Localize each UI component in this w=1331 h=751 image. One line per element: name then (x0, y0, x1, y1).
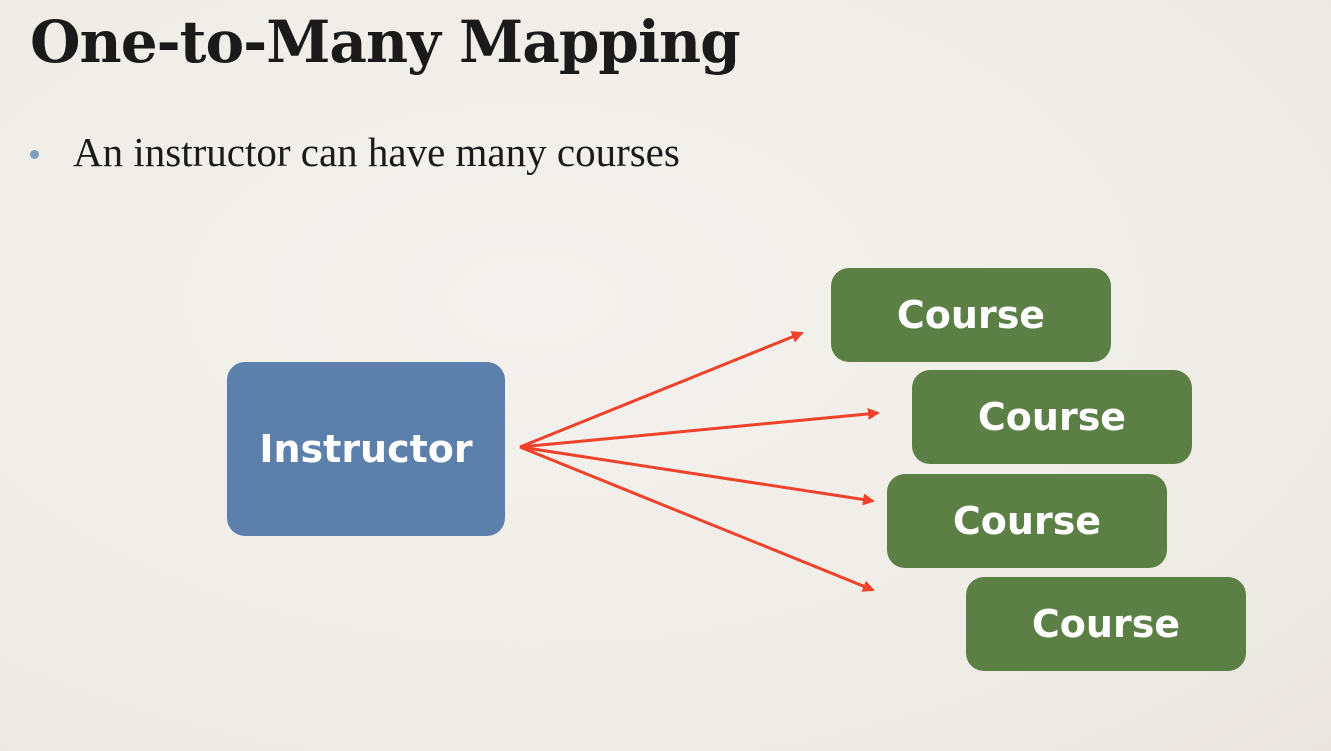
arrow-to-course-4 (519, 445, 875, 592)
instructor-box: Instructor (227, 362, 505, 536)
bullet-dot-icon (30, 149, 39, 159)
bullet-item: An instructor can have many courses (30, 128, 680, 176)
course-box: Course (912, 370, 1192, 464)
arrow-to-course-1 (519, 331, 804, 449)
bullet-text: An instructor can have many courses (73, 129, 680, 175)
course-box: Course (831, 268, 1111, 362)
arrow-to-course-2 (519, 407, 880, 449)
course-box: Course (966, 577, 1246, 671)
slide-title: One-to-Many Mapping (30, 8, 741, 76)
course-box: Course (887, 474, 1167, 568)
arrow-to-course-3 (519, 445, 875, 506)
